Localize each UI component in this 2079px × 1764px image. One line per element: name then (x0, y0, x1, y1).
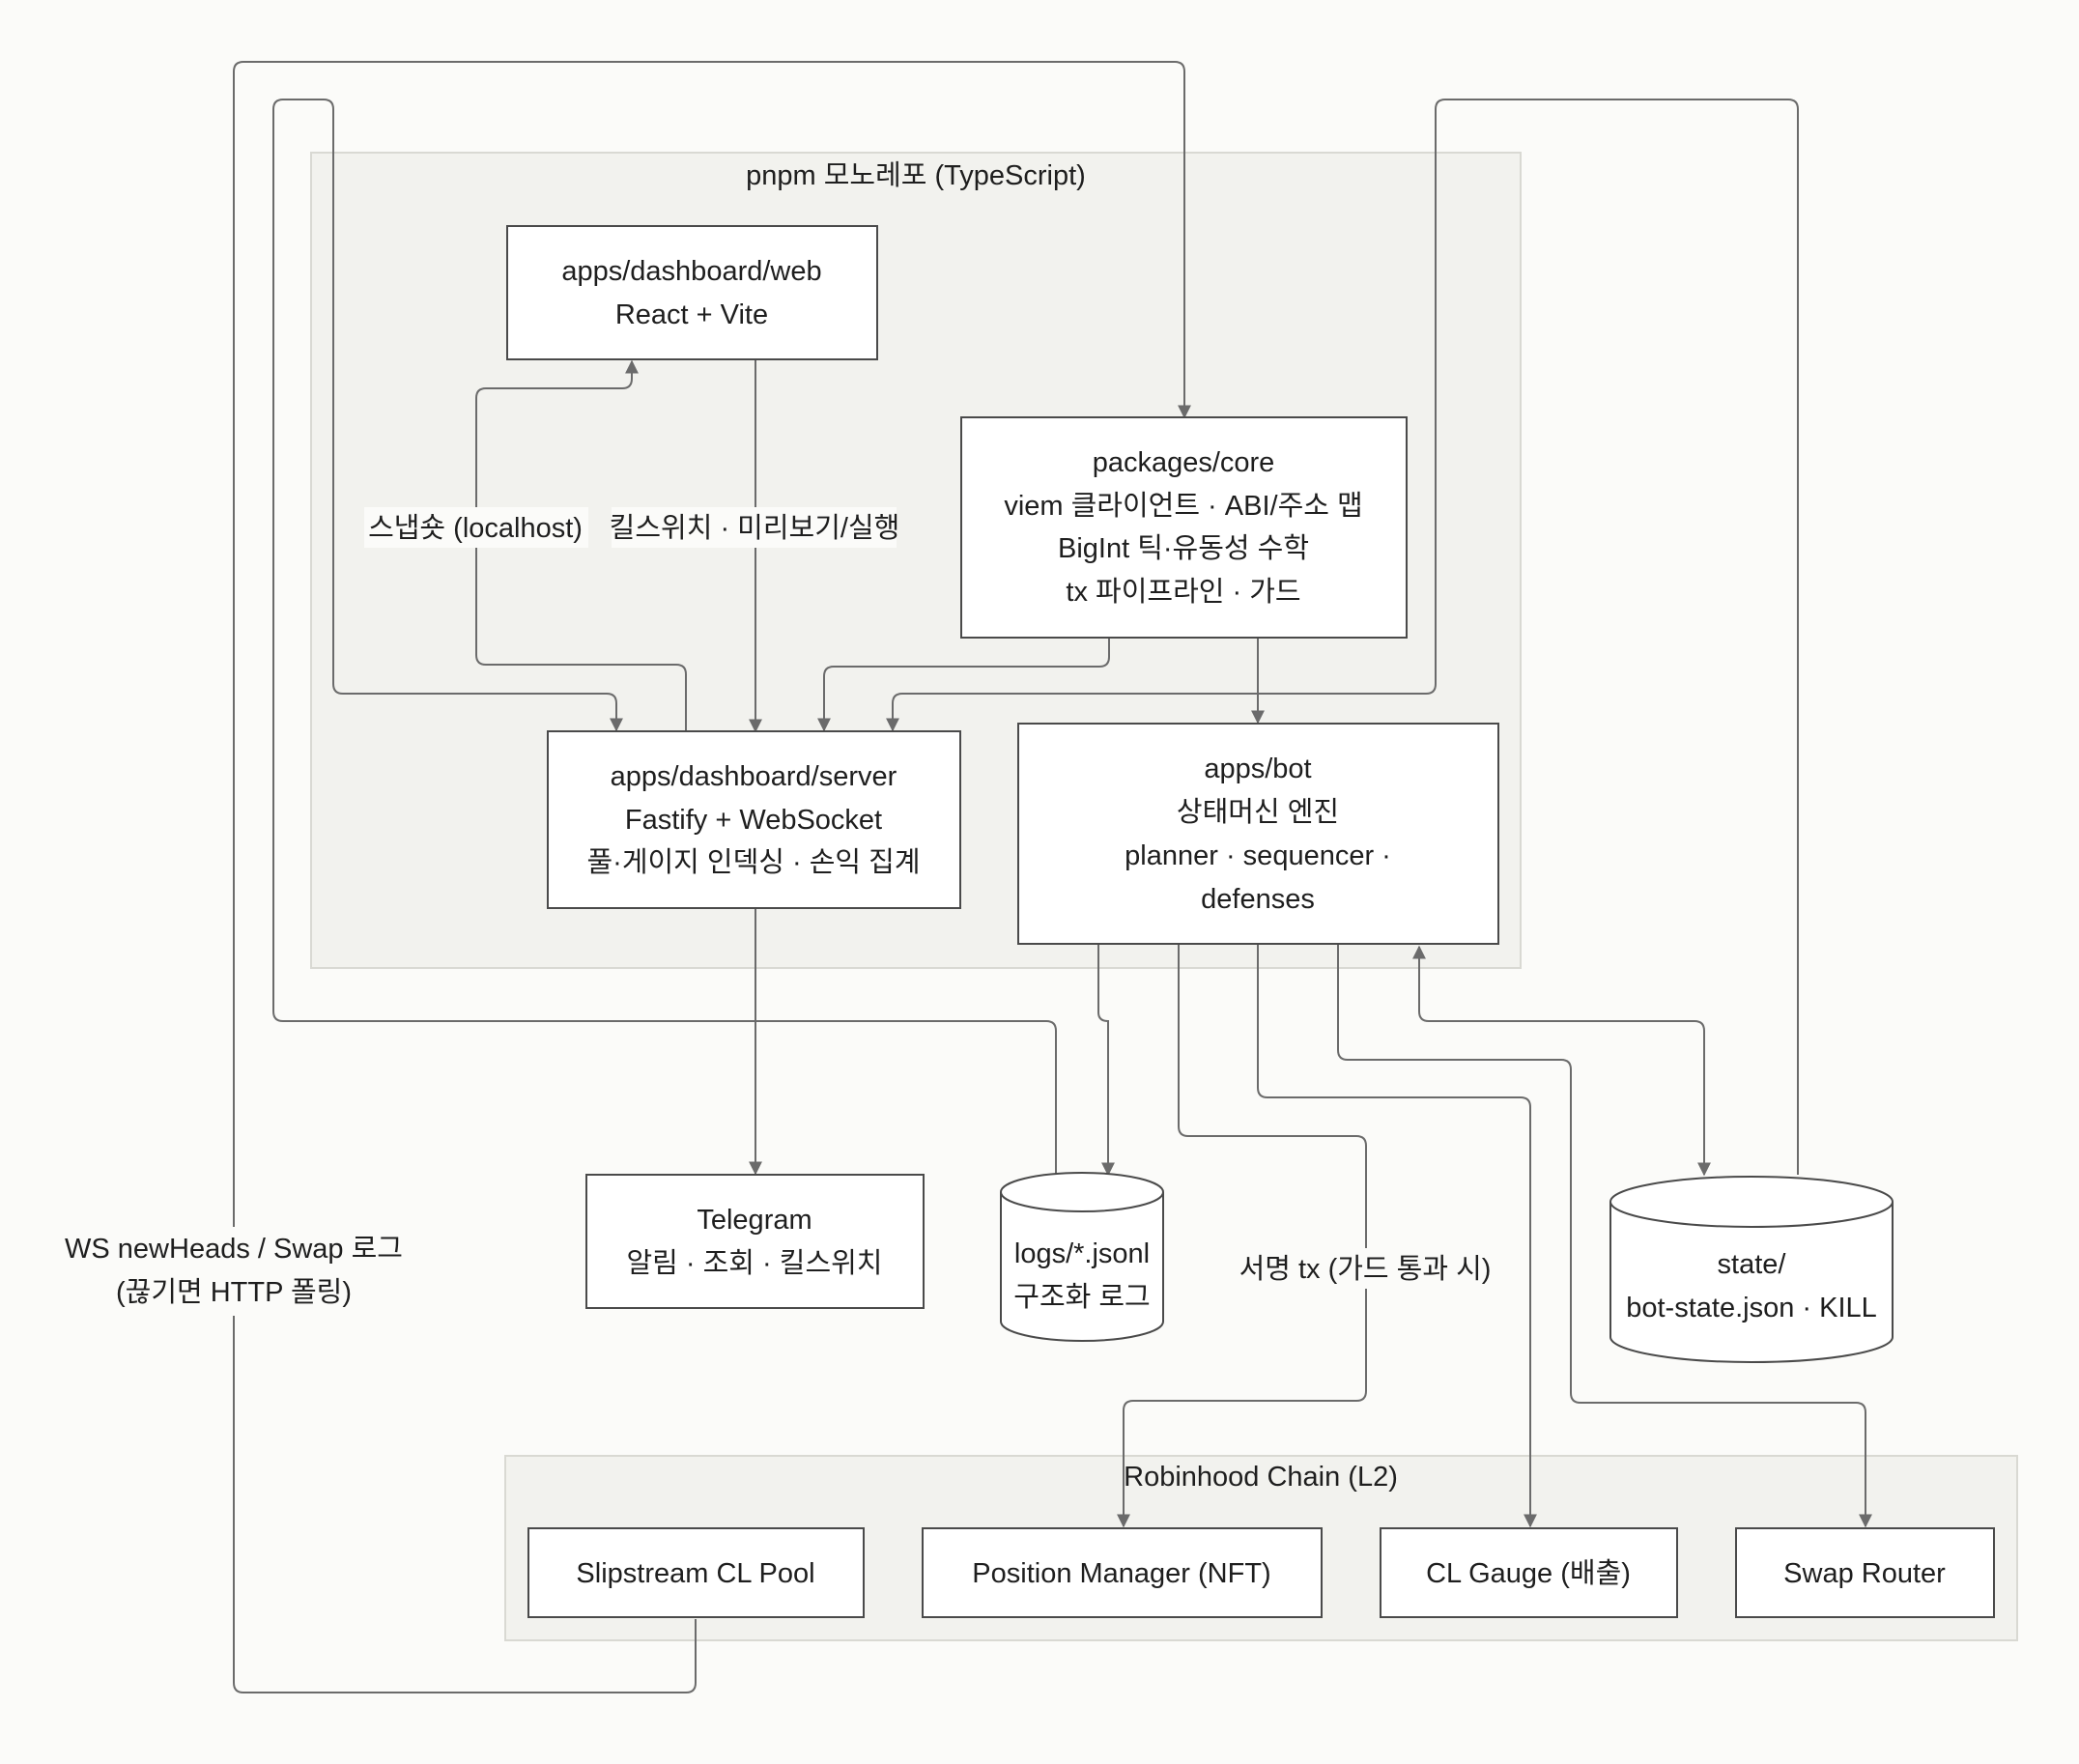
node-core-line-3: BigInt 틱·유동성 수학 (1058, 532, 1309, 564)
node-core: packages/core viem 클라이언트 · ABI/주소 맵 BigI… (960, 416, 1408, 639)
group-monorepo-label: pnpm 모노레포 (TypeScript) (746, 160, 1086, 191)
node-state-line-2: bot-state.json · KILL (1626, 1293, 1877, 1323)
node-bot-line-1: apps/bot (1204, 754, 1311, 784)
node-bot-line-3: planner · sequencer · (1125, 840, 1391, 871)
node-core-line-2: viem 클라이언트 · ABI/주소 맵 (1004, 491, 1362, 522)
node-pool: Slipstream CL Pool (527, 1527, 865, 1618)
node-core-line-4: tx 파이프라인 · 가드 (1066, 577, 1300, 608)
edge-label-killswitch: 킬스위치 · 미리보기/실행 (610, 512, 900, 544)
node-gauge-label: CL Gauge (배출) (1426, 1557, 1631, 1589)
edge-bot-to-logs (1097, 945, 1115, 1177)
edge-label-ws-1: WS newHeads / Swap 로그 (65, 1234, 403, 1265)
edges (233, 61, 1872, 1693)
node-web: apps/dashboard/web React + Vite (506, 225, 878, 360)
node-telegram-line-1: Telegram (697, 1205, 812, 1236)
node-logs-line-2: 구조화 로그 (1013, 1282, 1150, 1313)
node-state-line-1: state/ (1718, 1249, 1787, 1280)
node-router: Swap Router (1735, 1527, 1995, 1618)
group-chain-label: Robinhood Chain (L2) (1124, 1462, 1398, 1493)
node-bot-line-2: 상태머신 엔진 (1177, 797, 1339, 828)
edge-logs-to-server (272, 99, 1057, 1175)
node-logs-line-1: logs/*.jsonl (1014, 1238, 1150, 1269)
node-router-label: Swap Router (1783, 1558, 1946, 1589)
edge-state-to-server (886, 99, 1799, 1175)
node-bot: apps/bot 상태머신 엔진 planner · sequencer · d… (1017, 723, 1499, 945)
node-position-manager: Position Manager (NFT) (922, 1527, 1323, 1618)
node-web-line-1: apps/dashboard/web (561, 256, 821, 287)
node-logs: logs/*.jsonl 구조화 로그 (1000, 1172, 1164, 1342)
edge-label-signed-tx: 서명 tx (가드 통과 시) (1239, 1254, 1492, 1285)
node-core-line-1: packages/core (1093, 447, 1275, 478)
node-telegram-line-2: 알림 · 조회 · 킬스위치 (627, 1247, 883, 1279)
node-server: apps/dashboard/server Fastify + WebSocke… (547, 730, 961, 909)
edge-pool-to-core-ws (233, 61, 1191, 1693)
node-server-line-2: Fastify + WebSocket (625, 805, 882, 836)
edge-label-snapshot: 스냅숏 (localhost) (368, 513, 583, 544)
edge-core-to-server (817, 639, 1110, 732)
edge-label-ws-2: (끊기면 HTTP 폴링) (116, 1276, 352, 1308)
node-server-line-3: 풀·게이지 인덱싱 · 손익 집계 (586, 847, 920, 878)
edge-labels: 스냅숏 (localhost) 킬스위치 · 미리보기/실행 WS newHea… (58, 507, 1493, 1316)
node-gauge: CL Gauge (배출) (1380, 1527, 1678, 1618)
node-position-label: Position Manager (NFT) (972, 1558, 1270, 1589)
node-web-line-2: React + Vite (615, 299, 768, 330)
edge-bot-state (1412, 945, 1711, 1177)
edge-bot-to-router (1337, 945, 1872, 1528)
node-state: state/ bot-state.json · KILL (1609, 1176, 1894, 1363)
node-server-line-1: apps/dashboard/server (611, 761, 897, 792)
node-telegram: Telegram 알림 · 조회 · 킬스위치 (585, 1174, 925, 1309)
node-bot-line-4: defenses (1201, 884, 1315, 915)
node-pool-label: Slipstream CL Pool (576, 1558, 814, 1589)
edge-bot-to-gauge (1257, 945, 1537, 1528)
